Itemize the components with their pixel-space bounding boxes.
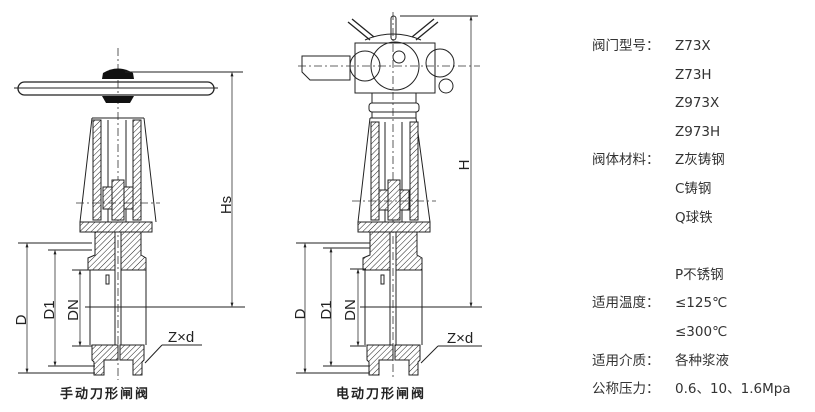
spec-row: Z73H (592, 65, 791, 94)
spec-row: 公称压力： 0.6、10、1.6Mpa (592, 379, 791, 408)
spec-row: Q球铁 (592, 208, 791, 237)
spec-label (592, 236, 675, 265)
dim-label-bolts: Z×d (447, 330, 473, 347)
electric-actuator (298, 15, 480, 119)
spec-row: 适用介质： 各种浆液 (592, 351, 791, 380)
spec-label (592, 265, 675, 294)
dim-label-h: H (456, 160, 473, 171)
spec-value: ≤125℃ (675, 295, 728, 312)
dim-label-d1: D1 (318, 300, 335, 319)
spec-row: ≤300℃ (592, 322, 791, 351)
spec-label: 阀体材料： (592, 152, 660, 169)
dim-label-hs: Hs (218, 196, 235, 214)
dim-label-d1: D1 (41, 300, 58, 319)
spec-value: 各种浆液 (675, 352, 729, 369)
spec-row (592, 236, 791, 265)
electric-valve-drawing: D D1 DN H Z×d 电动刀形闸阀 (292, 12, 482, 402)
spec-label: 适用介质： (592, 352, 660, 369)
spec-row: 阀体材料： Z灰铸钢 (592, 150, 791, 179)
dim-label-d: D (13, 314, 30, 325)
spec-value: Z73H (675, 66, 712, 83)
spec-value: Z973X (675, 95, 720, 112)
spec-row: 阀门型号： Z73X (592, 36, 791, 65)
spec-label: 阀门型号： (592, 38, 660, 54)
spec-label (592, 65, 675, 94)
dim-label-bolts: Z×d (168, 329, 194, 346)
spec-label: 适用温度： (592, 295, 660, 312)
manual-valve-caption: 手动刀形闸阀 (60, 386, 150, 402)
spec-row: P不锈钢 (592, 265, 791, 294)
spec-row: C铸钢 (592, 179, 791, 208)
spec-value: 0.6、10、1.6Mpa (675, 381, 791, 398)
spec-label (592, 122, 675, 151)
spec-label (592, 208, 675, 237)
spec-value: P不锈钢 (675, 266, 724, 283)
spec-value: Z73X (675, 38, 711, 54)
electric-valve-caption: 电动刀形闸阀 (336, 386, 426, 402)
dim-label-d: D (292, 308, 309, 319)
handwheel (14, 68, 218, 103)
spec-label (592, 179, 675, 208)
spec-label: 公称压力： (592, 381, 660, 398)
spec-row: Z973H (592, 122, 791, 151)
spec-value: C铸钢 (675, 180, 712, 197)
spec-label (592, 322, 675, 351)
spec-value: Z973H (675, 123, 721, 140)
spec-label (592, 93, 675, 122)
spec-row: Z973X (592, 93, 791, 122)
spec-value: ≤300℃ (675, 323, 728, 340)
spec-row: 适用温度： ≤125℃ (592, 293, 791, 322)
spec-value: Z灰铸钢 (675, 152, 725, 169)
dim-label-dn: DN (65, 299, 82, 321)
spec-list: 阀门型号： Z73X Z73H Z973X Z973H 阀体材料： Z灰铸钢 C铸钢 Q球铁 P不… (592, 36, 791, 408)
manual-valve-drawing: D D1 DN Hs Z×d 手动刀形闸阀 (13, 48, 245, 402)
spec-value: Q球铁 (675, 209, 713, 226)
dim-label-dn: DN (342, 299, 359, 321)
